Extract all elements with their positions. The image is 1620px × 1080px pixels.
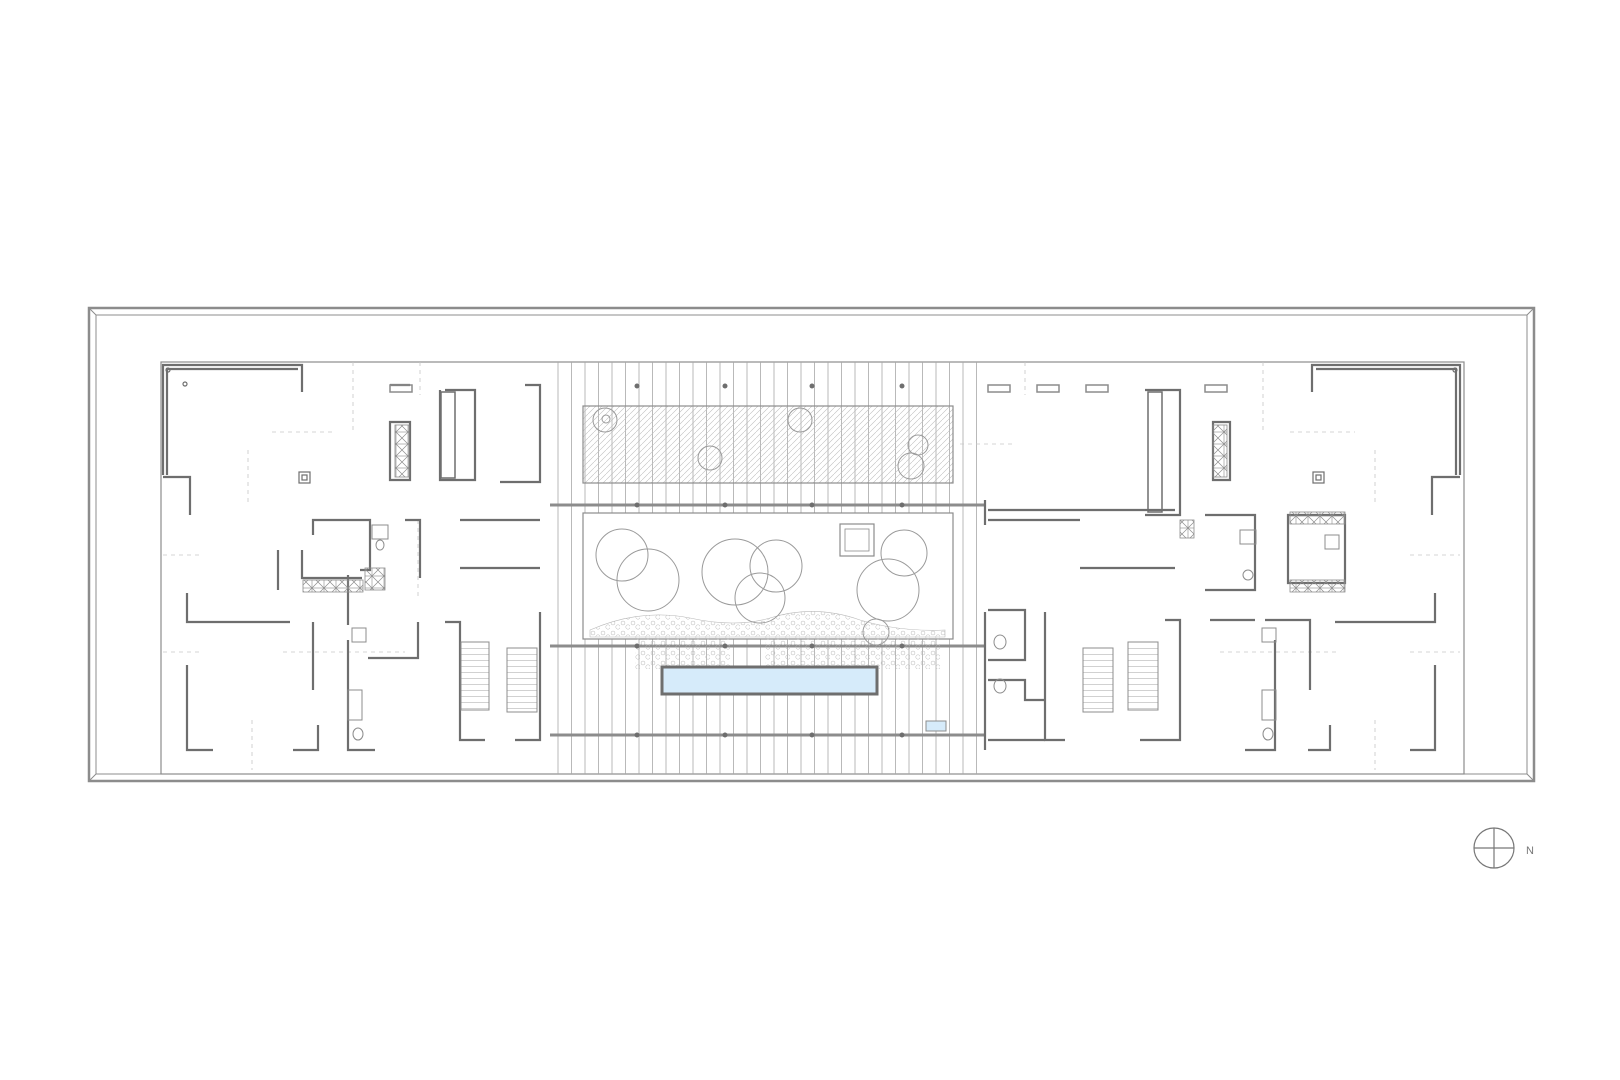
column-dot [634, 732, 640, 738]
tree [897, 452, 925, 480]
tree [856, 558, 920, 622]
walls-right-wing [983, 363, 1462, 752]
tree [592, 407, 618, 433]
garden-trees [595, 528, 928, 646]
skylight [839, 523, 875, 557]
column-dot [809, 502, 815, 508]
tree [749, 539, 803, 593]
column-dot [722, 502, 728, 508]
column-dot [634, 643, 640, 649]
column-dot [809, 383, 815, 389]
room-columns [165, 367, 1458, 484]
walls-left-wing [161, 363, 542, 752]
column-dot [722, 383, 728, 389]
staircases [460, 641, 1159, 713]
column-dot [722, 643, 728, 649]
column-dot [899, 502, 905, 508]
tree [601, 414, 611, 424]
water-channel [660, 665, 879, 696]
upper-planter [582, 405, 954, 484]
tree [880, 529, 928, 577]
tree [595, 528, 649, 582]
column-dot [722, 732, 728, 738]
outer-envelope [87, 306, 1536, 783]
tree [734, 572, 786, 624]
tree [787, 407, 813, 433]
upper-trees [592, 407, 929, 480]
stones-lower [635, 637, 730, 669]
columns [634, 383, 905, 738]
tree [701, 538, 769, 606]
column-dot [899, 732, 905, 738]
tree [616, 548, 680, 612]
courtyard [550, 362, 985, 774]
built-in-cabinets [302, 391, 1346, 593]
column-dot [634, 502, 640, 508]
pebble-band [589, 611, 946, 638]
north-arrow [1473, 827, 1515, 869]
column-dot [634, 383, 640, 389]
column-dot [899, 383, 905, 389]
column-dot [809, 732, 815, 738]
grid-dashes [163, 362, 1460, 770]
column-dot [899, 643, 905, 649]
water-basin [925, 720, 947, 732]
bathroom-fixtures [347, 524, 1340, 741]
window-frames [389, 384, 1228, 393]
north-label: N [1526, 845, 1534, 857]
tree [697, 445, 723, 471]
column-dot [809, 643, 815, 649]
